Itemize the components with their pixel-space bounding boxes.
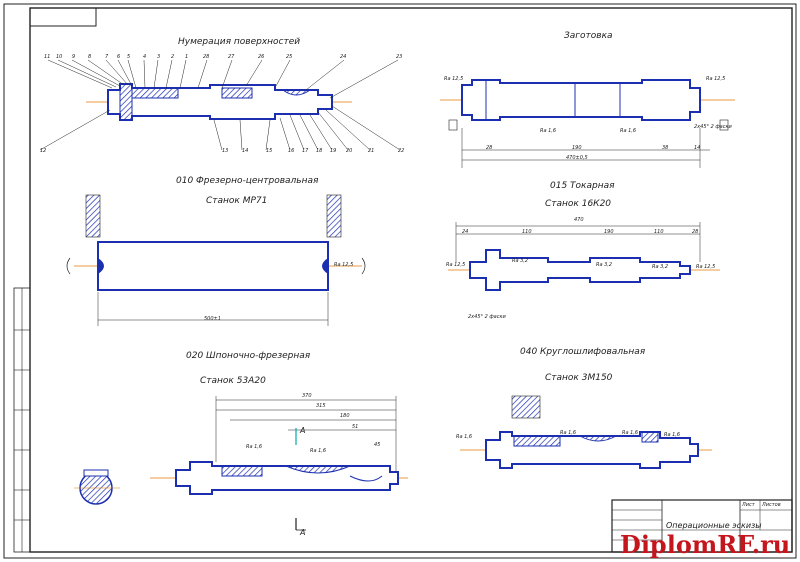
- surface-number: 18: [316, 148, 323, 154]
- surface-number: 23: [396, 54, 403, 60]
- surface-number: 3: [157, 54, 161, 60]
- surface-number: 11: [44, 54, 51, 60]
- dimension-label: 500±1: [204, 316, 221, 322]
- surface-numbering-view: [39, 59, 401, 151]
- roughness-label: Ra 1,6: [456, 434, 473, 440]
- surface-number: 26: [258, 54, 265, 60]
- surface-number: 25: [286, 54, 293, 60]
- roughness-label: Ra 12,5: [446, 262, 466, 268]
- surface-number: 6: [117, 54, 121, 60]
- watermark-logo: DiplomRF.ru: [620, 530, 791, 559]
- sheets-label: Листов: [762, 502, 781, 508]
- op040-machine: Станок 3М150: [545, 373, 613, 383]
- section-label: A: [300, 426, 306, 435]
- surface-number: 5: [127, 54, 131, 60]
- surface-number: 1: [185, 54, 189, 60]
- roughness-label: Ra 12,5: [444, 76, 464, 82]
- op020-title: 020 Шпоночно-фрезерная: [186, 351, 311, 361]
- roughness-label: Ra 12,5: [334, 262, 354, 268]
- inner-frame: [29, 7, 793, 553]
- chamfer-label: 2х45° 2 фаски: [468, 314, 506, 320]
- dimension-label: 45: [374, 442, 381, 448]
- dimension-label: 51: [352, 424, 359, 430]
- roughness-label: Ra 1,6: [664, 432, 681, 438]
- op020-machine: Станок 53А20: [200, 376, 266, 386]
- surface-number: 22: [398, 148, 405, 154]
- op040-view: [460, 395, 712, 469]
- chamfer-label: 2х45° 2 фаски: [694, 124, 732, 130]
- op010-title: 010 Фрезерно-центровальная: [176, 176, 319, 186]
- surface-number: 12: [40, 148, 47, 154]
- roughness-label: Ra 1,6: [310, 448, 327, 454]
- roughness-label: Ra 12,5: [706, 76, 726, 82]
- surface-number: 10: [56, 54, 63, 60]
- op015-title: 015 Токарная: [550, 181, 615, 191]
- op040-title: 040 Круглошлифовальная: [520, 347, 646, 357]
- surface-number: 9: [72, 54, 76, 60]
- outer-frame: [3, 3, 797, 559]
- surface-number: 24: [340, 54, 347, 60]
- op015-machine: Станок 16К20: [545, 199, 612, 209]
- blank-view: [440, 79, 735, 168]
- title-block: [611, 499, 793, 553]
- dimension-label: 315: [316, 403, 326, 409]
- dimension-label: 38: [662, 145, 669, 151]
- op010-machine: Станок МР71: [206, 196, 268, 206]
- surface-number: 8: [88, 54, 92, 60]
- dimension-label: 110: [522, 229, 532, 235]
- roughness-label: Ra 1,6: [622, 430, 639, 436]
- dimension-label: 190: [604, 229, 614, 235]
- roughness-label: Ra 1,6: [560, 430, 577, 436]
- dimension-label: 28: [486, 145, 493, 151]
- roughness-label: Ra 3,2: [652, 264, 669, 270]
- dimension-label: 470±0,5: [566, 155, 588, 161]
- section-label: A: [300, 528, 306, 537]
- surface-number: 4: [143, 54, 147, 60]
- dimension-label: 28: [692, 229, 699, 235]
- op020-view: [74, 396, 408, 531]
- dimension-label: 190: [572, 145, 582, 151]
- top-left-box: [29, 7, 97, 27]
- surface-number: 27: [228, 54, 235, 60]
- surfaces-title: Нумерация поверхностей: [178, 37, 301, 47]
- roughness-label: Ra 12,5: [696, 264, 716, 270]
- surface-number: 7: [105, 54, 109, 60]
- op015-view: [448, 222, 720, 291]
- roughness-label: Ra 3,2: [512, 258, 529, 264]
- dimension-label: 370: [302, 393, 312, 399]
- dimension-label: 180: [340, 413, 350, 419]
- dimension-label: 24: [462, 229, 469, 235]
- dimension-label: 14: [694, 145, 701, 151]
- surface-number: 14: [242, 148, 249, 154]
- roughness-label: Ra 1,6: [540, 128, 557, 134]
- sheet-label: Лист: [742, 502, 755, 508]
- surface-number: 13: [222, 148, 229, 154]
- roughness-label: Ra 3,2: [596, 262, 613, 268]
- surface-number: 16: [288, 148, 295, 154]
- dimension-label: 470: [574, 217, 584, 223]
- roughness-label: Ra 1,6: [620, 128, 637, 134]
- op010-view: [66, 194, 366, 326]
- dimension-label: 110: [654, 229, 664, 235]
- surface-number: 15: [266, 148, 273, 154]
- blank-title: Заготовка: [564, 31, 613, 41]
- roughness-label: Ra 1,6: [246, 444, 263, 450]
- document-name: Операционные эскизы: [666, 521, 762, 530]
- surface-number: 2: [171, 54, 175, 60]
- surface-number: 21: [368, 148, 375, 154]
- surface-number: 19: [330, 148, 337, 154]
- surface-number: 28: [203, 54, 210, 60]
- surface-number: 20: [346, 148, 353, 154]
- surface-number: 17: [302, 148, 309, 154]
